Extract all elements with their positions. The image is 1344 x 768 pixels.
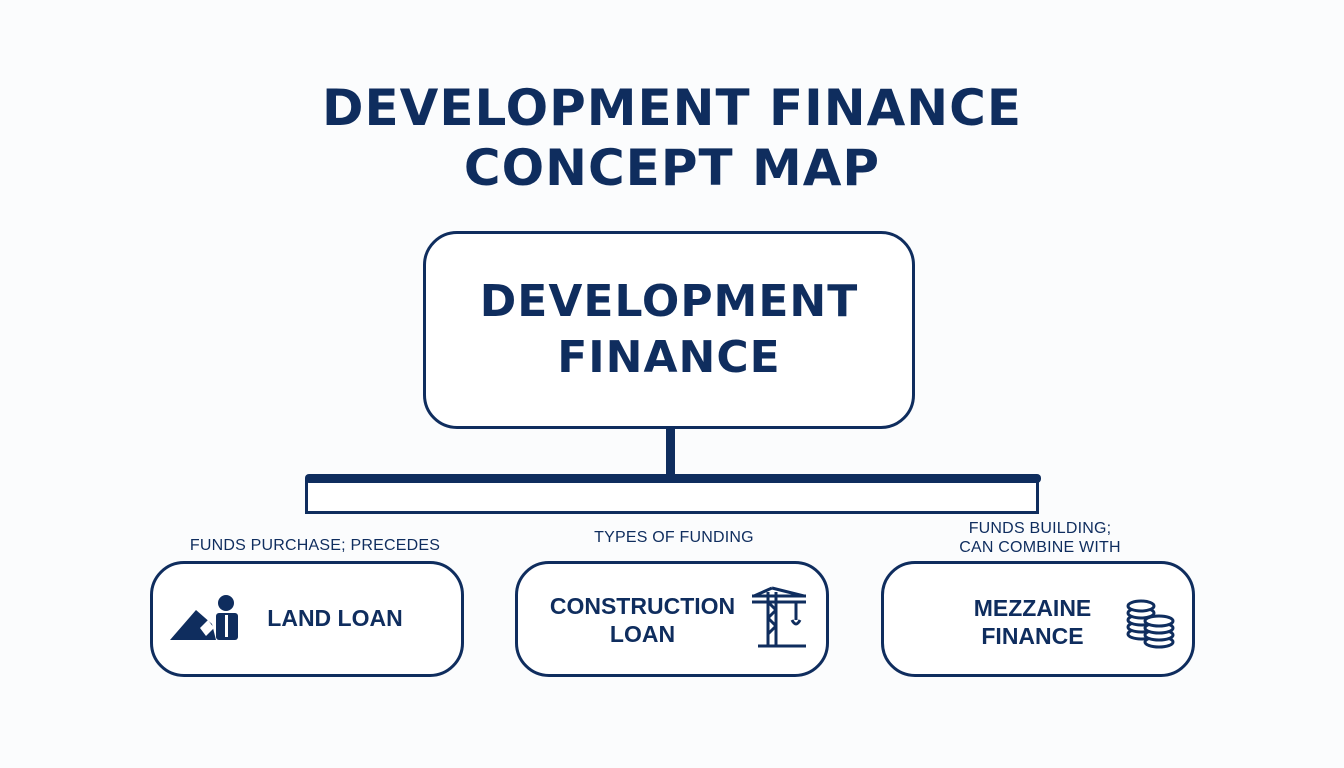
edge-label-construction-loan: TYPES OF FUNDING [594, 529, 754, 546]
root-connector-stem [666, 429, 675, 477]
land-person-icon [170, 595, 238, 640]
root-node-label-line-2: FINANCE [557, 332, 781, 383]
edge-label-land-loan: FUNDS PURCHASE; PRECEDES [189, 537, 441, 554]
edge-label-mezzanine-line-1: FUNDS BUILDING; [968, 520, 1112, 537]
child-node-label-mezzanine-finance: MEZZAINE FINANCE [955, 594, 1110, 650]
branch-bar [305, 474, 1041, 483]
diagram-title: DEVELOPMENT FINANCE CONCEPT MAP [0, 78, 1344, 198]
root-node-development-finance: DEVELOPMENT FINANCE [423, 231, 915, 429]
child-node-construction-line-2: LOAN [609, 621, 676, 647]
child-node-construction-line-1: CONSTRUCTION [549, 593, 736, 619]
child-node-land-loan-line-1: LAND LOAN [267, 605, 403, 631]
child-node-mezzanine-line-1: MEZZAINE [973, 595, 1092, 621]
edge-label-mezzanine-line-2: CAN COMBINE WITH [959, 539, 1121, 556]
child-node-mezzanine-line-2: FINANCE [981, 623, 1084, 649]
coin-stack-icon [1126, 599, 1175, 649]
branch-bracket-frame [305, 478, 1039, 514]
root-node-label-line-1: DEVELOPMENT [479, 276, 859, 327]
edge-label-mezzanine-finance: FUNDS BUILDING; CAN COMBINE WITH [880, 519, 1200, 557]
child-node-label-land-loan: LAND LOAN [250, 604, 420, 632]
diagram-title-line-2: CONCEPT MAP [463, 139, 881, 197]
child-node-label-construction-loan: CONSTRUCTION LOAN [540, 592, 745, 648]
crane-icon [752, 586, 806, 648]
diagram-title-line-1: DEVELOPMENT FINANCE [321, 79, 1022, 137]
